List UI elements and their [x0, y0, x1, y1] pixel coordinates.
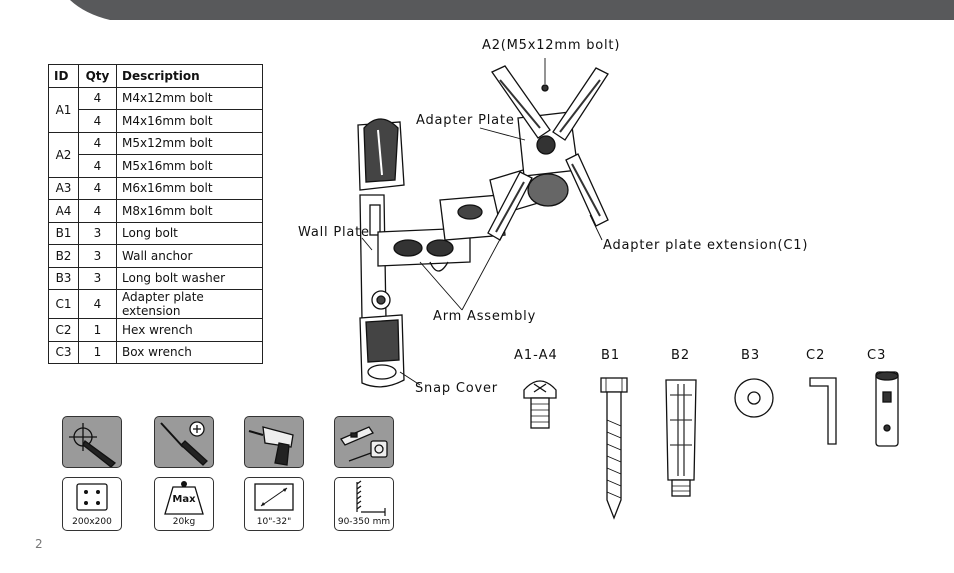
label-b2: B2 [671, 348, 691, 363]
vesa-pattern-icon [76, 483, 108, 511]
label-a1-a4: A1-A4 [514, 348, 558, 363]
page-number: 2 [35, 537, 43, 551]
level-tape-icon [340, 426, 388, 462]
wall-distance-icon [356, 480, 386, 516]
leader-lines [361, 58, 603, 386]
tool-power-drill [244, 416, 304, 468]
adapter-plate-shape [487, 65, 609, 241]
weight-icon [164, 481, 204, 515]
label-adapter-plate: Adapter Plate [416, 113, 515, 128]
tool-mark-drill-point [62, 416, 122, 468]
label-a2-bolt: A2(M5x12mm bolt) [482, 38, 621, 53]
table-row: A4 4 M8x16mm bolt [48, 199, 263, 223]
screwdriver-icon [160, 421, 208, 466]
cell-desc: M4x16mm bolt [116, 109, 263, 133]
cell-id: A2 [48, 131, 79, 178]
label-b1: B1 [601, 348, 621, 363]
spec-screen-size: 10"-32" [244, 477, 304, 531]
cell-qty: 4 [78, 289, 117, 319]
machine-bolt-icon [523, 380, 557, 429]
screen-diagonal-icon [254, 483, 294, 511]
wall-anchor-icon [665, 379, 697, 497]
crosshair-pen-icon [69, 423, 116, 467]
spec-weight-text: 20kg [172, 517, 196, 527]
label-snap-cover: Snap Cover [415, 381, 498, 396]
label-adapter-extension: Adapter plate extension(C1) [603, 238, 809, 253]
cell-desc: M5x16mm bolt [116, 154, 263, 178]
cell-desc: Box wrench [116, 340, 263, 364]
label-b3: B3 [741, 348, 761, 363]
cell-desc: Adapter plate extension [116, 289, 263, 319]
spec-wall-distance: 90-350 mm [334, 477, 394, 531]
cell-desc: M4x12mm bolt [116, 86, 263, 110]
table-row: 4 M4x16mm bolt [49, 109, 263, 133]
table-row: C1 4 Adapter plate extension [48, 289, 263, 319]
table-row: C3 1 Box wrench [48, 340, 263, 364]
spec-distance-text: 90-350 mm [337, 517, 391, 527]
washer-icon [734, 378, 774, 418]
cell-desc: M8x16mm bolt [116, 199, 263, 223]
label-wall-plate: Wall Plate [298, 225, 370, 240]
drill-icon [248, 426, 294, 466]
table-row: A1 4 M4x12mm bolt [48, 86, 263, 133]
spec-weight: Max 20kg [154, 477, 214, 531]
cell-desc: Long bolt [116, 221, 263, 245]
tool-screwdriver [154, 416, 214, 468]
spec-weight-max: Max [172, 494, 196, 505]
cell-desc: M5x12mm bolt [116, 131, 263, 155]
table-row: A3 4 M6x16mm bolt [48, 176, 263, 200]
box-wrench-icon [875, 371, 899, 447]
table-header-row: ID Qty Description [48, 64, 263, 88]
label-c2: C2 [806, 348, 826, 363]
label-arm-assembly: Arm Assembly [433, 309, 537, 324]
label-c3: C3 [867, 348, 887, 363]
cell-qty: 1 [78, 340, 117, 364]
spec-vesa-text: 200x200 [72, 517, 112, 527]
header-band [70, 0, 954, 20]
cell-qty: 4 [78, 131, 117, 155]
cell-id: B1 [48, 221, 79, 245]
col-header-qty: Qty [78, 64, 117, 88]
cell-desc: Hex wrench [116, 318, 263, 342]
cell-qty: 4 [78, 199, 117, 223]
table-row: 4 M5x16mm bolt [49, 154, 263, 178]
spec-vesa: 200x200 [62, 477, 122, 531]
cell-id: A4 [48, 199, 79, 223]
tool-level-tape [334, 416, 394, 468]
cell-qty: 3 [78, 221, 117, 245]
parts-table: ID Qty Description A1 4 M4x12mm bolt 4 M… [48, 64, 263, 364]
hex-wrench-icon [809, 377, 837, 445]
lag-bolt-icon [600, 377, 628, 520]
table-row: A2 4 M5x12mm bolt [48, 131, 263, 178]
upper-snap-cover [357, 118, 405, 191]
table-row: B1 3 Long bolt [48, 221, 263, 245]
lower-snap-cover [359, 314, 405, 388]
spec-screen-text: 10"-32" [256, 517, 292, 527]
cell-desc: M6x16mm bolt [116, 176, 263, 200]
